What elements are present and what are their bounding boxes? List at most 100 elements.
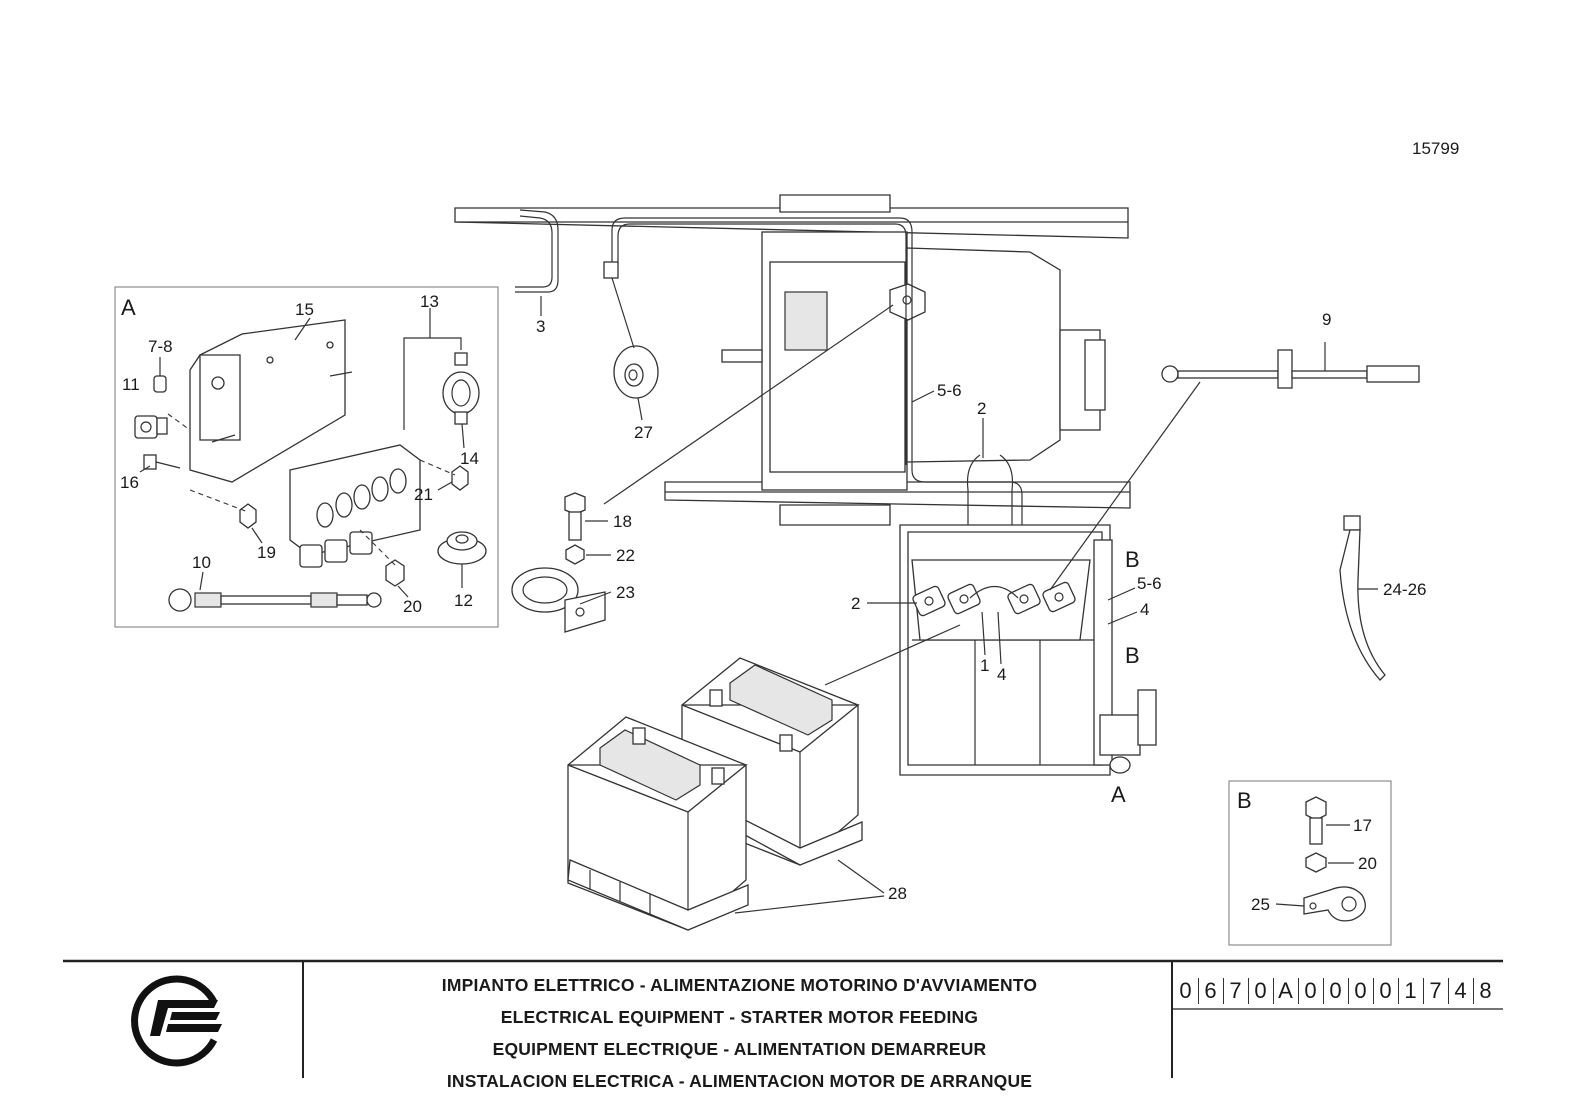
code-char: 0: [1354, 978, 1367, 1003]
callout-label: 28: [888, 884, 907, 903]
title-english: ELECTRICAL EQUIPMENT - STARTER MOTOR FEE…: [500, 1007, 979, 1027]
code-char: 0: [1179, 978, 1192, 1003]
leader: [437, 481, 453, 491]
drawing-number: 15799: [1412, 139, 1459, 158]
title-spanish: INSTALACION ELECTRICA - ALIMENTACION MOT…: [446, 1071, 1033, 1091]
code-separator: [1323, 978, 1324, 1004]
code-char: 0: [1254, 978, 1267, 1003]
detail-a-label: A: [121, 295, 136, 320]
callout-label: 7-8: [148, 337, 173, 356]
grommet-part: [437, 531, 487, 565]
cable-2: [966, 454, 981, 580]
callout-label: B: [1125, 547, 1140, 572]
leader: [461, 423, 465, 449]
leader: [637, 397, 643, 421]
callout-label: 1: [980, 656, 989, 675]
callout-label: 15: [295, 300, 314, 319]
bracket-plate: [189, 319, 353, 483]
nut-part: [451, 465, 469, 491]
code-separator: [1348, 978, 1349, 1004]
leader: [579, 591, 612, 605]
nut-part: [385, 559, 405, 587]
callout-label: 5-6: [1137, 574, 1162, 593]
callout-label: 3: [536, 317, 545, 336]
leader: [1107, 587, 1136, 601]
code-char: 7: [1429, 978, 1442, 1003]
cap-part: [153, 375, 167, 393]
leader-13: [403, 337, 462, 430]
code-char: 1: [1404, 978, 1417, 1003]
callout-label: B: [1125, 643, 1140, 668]
callout-label: 4: [1140, 600, 1149, 619]
side-plug: [1099, 689, 1157, 774]
cable-3b: [515, 215, 553, 288]
code-separator: [1223, 978, 1224, 1004]
code-char: 8: [1479, 978, 1492, 1003]
callout-label: 13: [420, 292, 439, 311]
code-separator: [1198, 978, 1199, 1004]
terminal-block: [289, 444, 421, 568]
battery-tray: [899, 524, 1113, 776]
clip-25: [1303, 886, 1366, 922]
code-char: A: [1278, 978, 1293, 1003]
callout-label: 11: [122, 375, 140, 394]
cable-5-6b: [617, 223, 907, 465]
leader: [611, 277, 635, 349]
grommet-27: [613, 345, 659, 399]
code-separator: [1423, 978, 1424, 1004]
title-french: EQUIPMENT ELECTRIQUE - ALIMENTATION DEMA…: [492, 1039, 987, 1059]
callout-label: 19: [257, 543, 276, 562]
cable-3: [515, 209, 559, 293]
callout-label: 17: [1353, 816, 1372, 835]
callout-label: 14: [460, 449, 479, 468]
nut-part: [239, 503, 257, 529]
detail-b-frame: [1228, 780, 1392, 946]
leader: [139, 465, 151, 473]
code-separator: [1373, 978, 1374, 1004]
callout-label: 25: [1251, 895, 1270, 914]
bolt-17: [1305, 796, 1327, 845]
code-char: 0: [1304, 978, 1317, 1003]
cable-9: [1161, 342, 1420, 389]
leader: [734, 895, 885, 914]
leader: [1275, 903, 1305, 907]
company-logo-icon: [131, 975, 222, 1067]
terminal-clamps: [912, 581, 1076, 617]
switch-part: [134, 415, 168, 439]
cable-tie: [1339, 515, 1386, 681]
leader: [199, 571, 204, 591]
cable-2b: [999, 454, 1014, 580]
nut-20: [1305, 852, 1327, 873]
code-separator: [1448, 978, 1449, 1004]
leader: [911, 390, 935, 403]
cable-part: [168, 588, 382, 612]
callout-label: 2: [851, 594, 860, 613]
callout-label: 12: [454, 591, 473, 610]
callout-label: 18: [613, 512, 632, 531]
leader: [1107, 611, 1138, 625]
callout-label: 20: [1358, 854, 1377, 873]
callout-label: 4: [997, 665, 1006, 684]
code-char: 6: [1204, 978, 1217, 1003]
leader: [837, 859, 885, 894]
nut-22: [565, 544, 585, 565]
code-separator: [1473, 978, 1474, 1004]
leader: [824, 624, 961, 686]
code-separator: [1298, 978, 1299, 1004]
callout-label: A: [1111, 782, 1126, 807]
leader: [981, 611, 986, 656]
starter-motor: [721, 231, 1106, 491]
callout-label: 10: [192, 553, 211, 572]
battery-left: [567, 716, 749, 931]
leader: [397, 585, 409, 598]
bolt-part: [143, 454, 181, 470]
code-separator: [1398, 978, 1399, 1004]
clamp-part: [442, 352, 480, 425]
callout-label: 16: [120, 473, 139, 492]
callout-label: 5-6: [937, 381, 962, 400]
connector: [603, 261, 619, 279]
callout-label: 9: [1322, 310, 1331, 329]
callout-label: 20: [403, 597, 422, 616]
callout-label: 2: [977, 399, 986, 418]
